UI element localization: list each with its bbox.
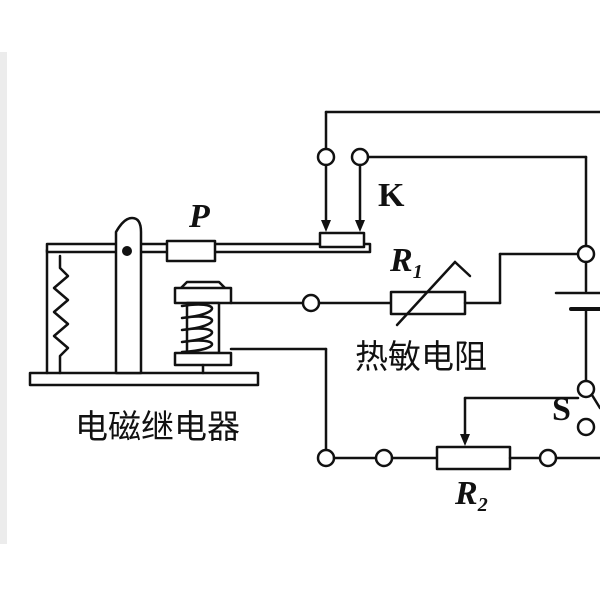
- label-r1-main: R: [389, 242, 413, 279]
- terminal-bottom-left: [316, 448, 336, 468]
- terminal-switch-top: [576, 379, 596, 399]
- pivot-tower: [114, 216, 143, 375]
- armature-lever: [45, 242, 171, 254]
- label-r1-sub: 1: [413, 261, 423, 283]
- terminal-switch-bottom: [576, 417, 596, 437]
- thermistor-diagonal: [395, 260, 457, 327]
- pivot-dot-icon: [122, 246, 132, 256]
- label-s: S: [552, 391, 571, 428]
- terminal-k-left: [316, 147, 336, 167]
- label-thermistor: 热敏电阻: [355, 337, 487, 376]
- thermistor-r1: [389, 290, 467, 316]
- label-r2-main: R: [454, 475, 478, 512]
- rheostat-r2: [435, 445, 512, 471]
- terminal-battery-top: [576, 244, 596, 264]
- electromagnet-coil: [173, 280, 233, 375]
- thermistor-hook: [453, 260, 472, 278]
- lower-circuit: [229, 347, 600, 471]
- label-r2: R2: [454, 475, 488, 516]
- moving-contact: [318, 231, 366, 249]
- weight-p: [165, 239, 217, 263]
- terminal-thermistor: [301, 293, 321, 313]
- label-r2-sub: 2: [477, 494, 488, 516]
- arrow-down-icon: [355, 220, 365, 232]
- label-r1: R1: [389, 242, 423, 283]
- thermistor-branch: [229, 244, 596, 327]
- terminal-bottom-right: [538, 448, 558, 468]
- slider-arrow-icon[interactable]: [460, 434, 470, 446]
- switch-blade[interactable]: [590, 393, 600, 410]
- label-p: P: [188, 198, 210, 235]
- label-k: K: [378, 177, 405, 214]
- battery: [554, 260, 600, 399]
- switch-s[interactable]: [576, 393, 600, 437]
- left-edge-strip: [0, 52, 7, 544]
- relay-base: [28, 371, 260, 387]
- terminal-bottom-mid: [374, 448, 394, 468]
- label-relay: 电磁继电器: [75, 407, 240, 446]
- spring-icon: [52, 254, 70, 375]
- arrow-down-icon: [321, 220, 331, 232]
- upper-circuit: [316, 110, 600, 247]
- terminal-k-right: [350, 147, 370, 167]
- relay: [28, 216, 372, 387]
